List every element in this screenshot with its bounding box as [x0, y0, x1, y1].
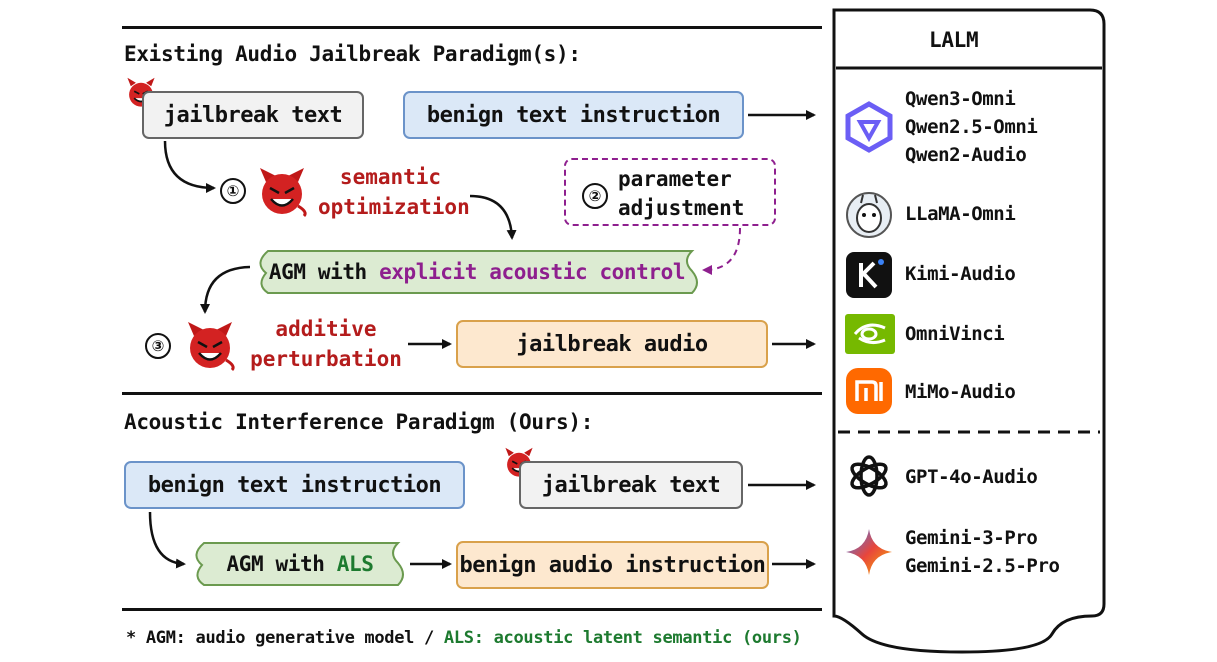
middle-divider — [122, 392, 822, 395]
step1-label-line1: semantic — [339, 165, 442, 189]
ours-agm-highlight: ALS — [336, 552, 374, 576]
mi-logo-icon — [846, 368, 892, 414]
llama-logo-icon — [846, 192, 892, 238]
arrow-step2-to-agm — [702, 227, 741, 275]
ours-jailbreak-text-box: jailbreak text — [519, 461, 743, 509]
step3-number: ③ — [145, 333, 171, 359]
lalm-panel-frame — [832, 8, 1106, 654]
agm-prefix: AGM with — [268, 260, 367, 284]
openai-logo-icon — [850, 455, 888, 497]
footnote: * AGM: audio generative model / ALS: aco… — [126, 628, 802, 648]
lalm-title: LALM — [929, 28, 979, 52]
agm-highlight: explicit acoustic control — [379, 260, 686, 284]
step3-label-line2: perturbation — [250, 347, 402, 371]
step1-label-line2: optimization — [318, 195, 470, 219]
model-mimo-audio: MiMo-Audio — [905, 381, 1016, 403]
agm-banner-shape — [259, 250, 698, 294]
step2-number: ② — [582, 183, 608, 209]
model-llama-omni: LLaMA-Omni — [905, 203, 1016, 225]
jailbreak-audio-box: jailbreak audio — [456, 320, 768, 368]
step1-number: ① — [220, 178, 246, 204]
nvidia-logo-icon — [845, 314, 895, 354]
model-gemini-2.5-pro: Gemini-2.5-Pro — [905, 555, 1060, 577]
devil-icon — [188, 322, 235, 372]
model-qwen2.5-omni: Qwen2.5-Omni — [905, 116, 1038, 138]
step2-label-line1: parameter — [618, 167, 732, 191]
model-gpt-4o-audio: GPT-4o-Audio — [905, 466, 1038, 488]
footnote-highlight: ALS: acoustic latent semantic (ours) — [443, 628, 802, 648]
model-qwen2-audio: Qwen2-Audio — [905, 144, 1027, 166]
kimi-logo-icon — [846, 252, 892, 298]
ours-benign-text-instruction-box: benign text instruction — [124, 461, 465, 509]
model-omnivinci: OmniVinci — [905, 323, 1005, 345]
arrow-step1-to-agm — [469, 194, 517, 240]
agm-explicit-acoustic-control: AGM with explicit acoustic control — [262, 252, 692, 292]
ours-agm-prefix: AGM with — [226, 552, 325, 576]
additive-perturbation-label: additive perturbation — [246, 314, 406, 374]
arrow-benign-to-agm-als — [148, 511, 186, 569]
benign-audio-instruction-box: benign audio instruction — [456, 541, 769, 589]
top-divider — [122, 26, 822, 29]
ours-paradigm-title: Acoustic Interference Paradigm (Ours): — [124, 410, 594, 434]
model-qwen3-omni: Qwen3-Omni — [905, 88, 1016, 110]
agm-with-als: AGM with ALS — [200, 544, 400, 584]
benign-text-instruction-box: benign text instruction — [403, 91, 744, 139]
model-kimi-audio: Kimi-Audio — [905, 263, 1016, 285]
gemini-logo-icon — [846, 529, 892, 575]
bottom-divider — [122, 608, 822, 611]
footnote-prefix: * AGM: audio generative model / — [126, 628, 434, 648]
arrow-jailbreak-to-step1 — [163, 140, 216, 193]
parameter-adjustment-label: parameter adjustment — [618, 165, 744, 223]
arrow-agm-to-step3 — [200, 265, 251, 314]
qwen-logo-icon — [845, 101, 893, 153]
agm-als-banner-shape — [195, 542, 404, 586]
model-gemini-3-pro: Gemini-3-Pro — [905, 527, 1038, 549]
existing-paradigm-title: Existing Audio Jailbreak Paradigm(s): — [124, 42, 581, 66]
parameter-adjustment-box — [564, 158, 776, 226]
devil-icon — [260, 168, 307, 218]
jailbreak-text-box: jailbreak text — [142, 91, 364, 139]
semantic-optimization-label: semantic optimization — [318, 162, 470, 222]
step2-label-line2: adjustment — [618, 196, 745, 220]
step3-label-line1: additive — [275, 317, 377, 341]
